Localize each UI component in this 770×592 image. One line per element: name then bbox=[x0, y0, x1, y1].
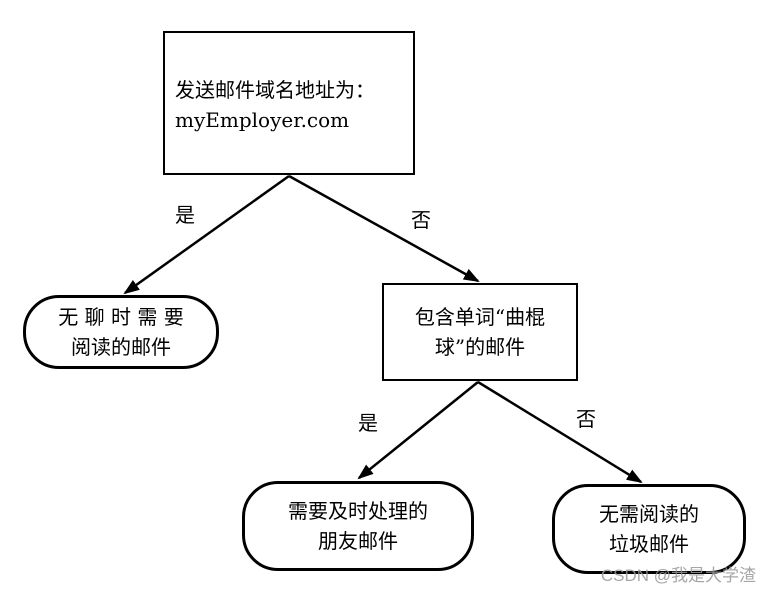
leaf-left-line-1: 无 聊 时 需 要 bbox=[58, 305, 184, 329]
watermark: CSDN @我是大学渣 bbox=[600, 566, 756, 585]
leaf-node-bottom-left: 需要及时处理的 朋友邮件 bbox=[242, 481, 474, 571]
middle-line-2: 球”的邮件 bbox=[434, 335, 526, 359]
edge-label-middle-yes: 是 bbox=[358, 411, 378, 435]
leaf-bottom-left-line-2: 朋友邮件 bbox=[318, 529, 398, 553]
leaf-bottom-right-line-2: 垃圾邮件 bbox=[609, 532, 689, 556]
edge-root-to-left-leaf bbox=[123, 174, 290, 295]
leaf-bottom-left-line-1: 需要及时处理的 bbox=[288, 499, 428, 523]
edge-label-root-no: 否 bbox=[411, 208, 431, 232]
edge-label-root-yes: 是 bbox=[175, 203, 195, 227]
leaf-left-line-2: 阅读的邮件 bbox=[71, 335, 171, 359]
root-node: 发送邮件域名地址为： myEmployer.com bbox=[163, 31, 415, 175]
middle-line-1: 包含单词“曲棍 bbox=[414, 305, 546, 329]
edge-label-middle-no: 否 bbox=[576, 407, 596, 431]
leaf-node-bottom-right: 无需阅读的 垃圾邮件 bbox=[552, 484, 746, 574]
edge-root-to-middle bbox=[288, 174, 480, 283]
leaf-bottom-right-line-1: 无需阅读的 bbox=[599, 502, 699, 526]
root-line-2: myEmployer.com bbox=[175, 108, 350, 132]
edge-middle-to-bottom-right bbox=[477, 380, 643, 484]
middle-node: 包含单词“曲棍 球”的邮件 bbox=[382, 283, 578, 381]
root-line-1: 发送邮件域名地址为： bbox=[175, 78, 375, 102]
edge-middle-to-bottom-left bbox=[357, 381, 479, 480]
leaf-node-left: 无 聊 时 需 要 阅读的邮件 bbox=[23, 295, 219, 369]
